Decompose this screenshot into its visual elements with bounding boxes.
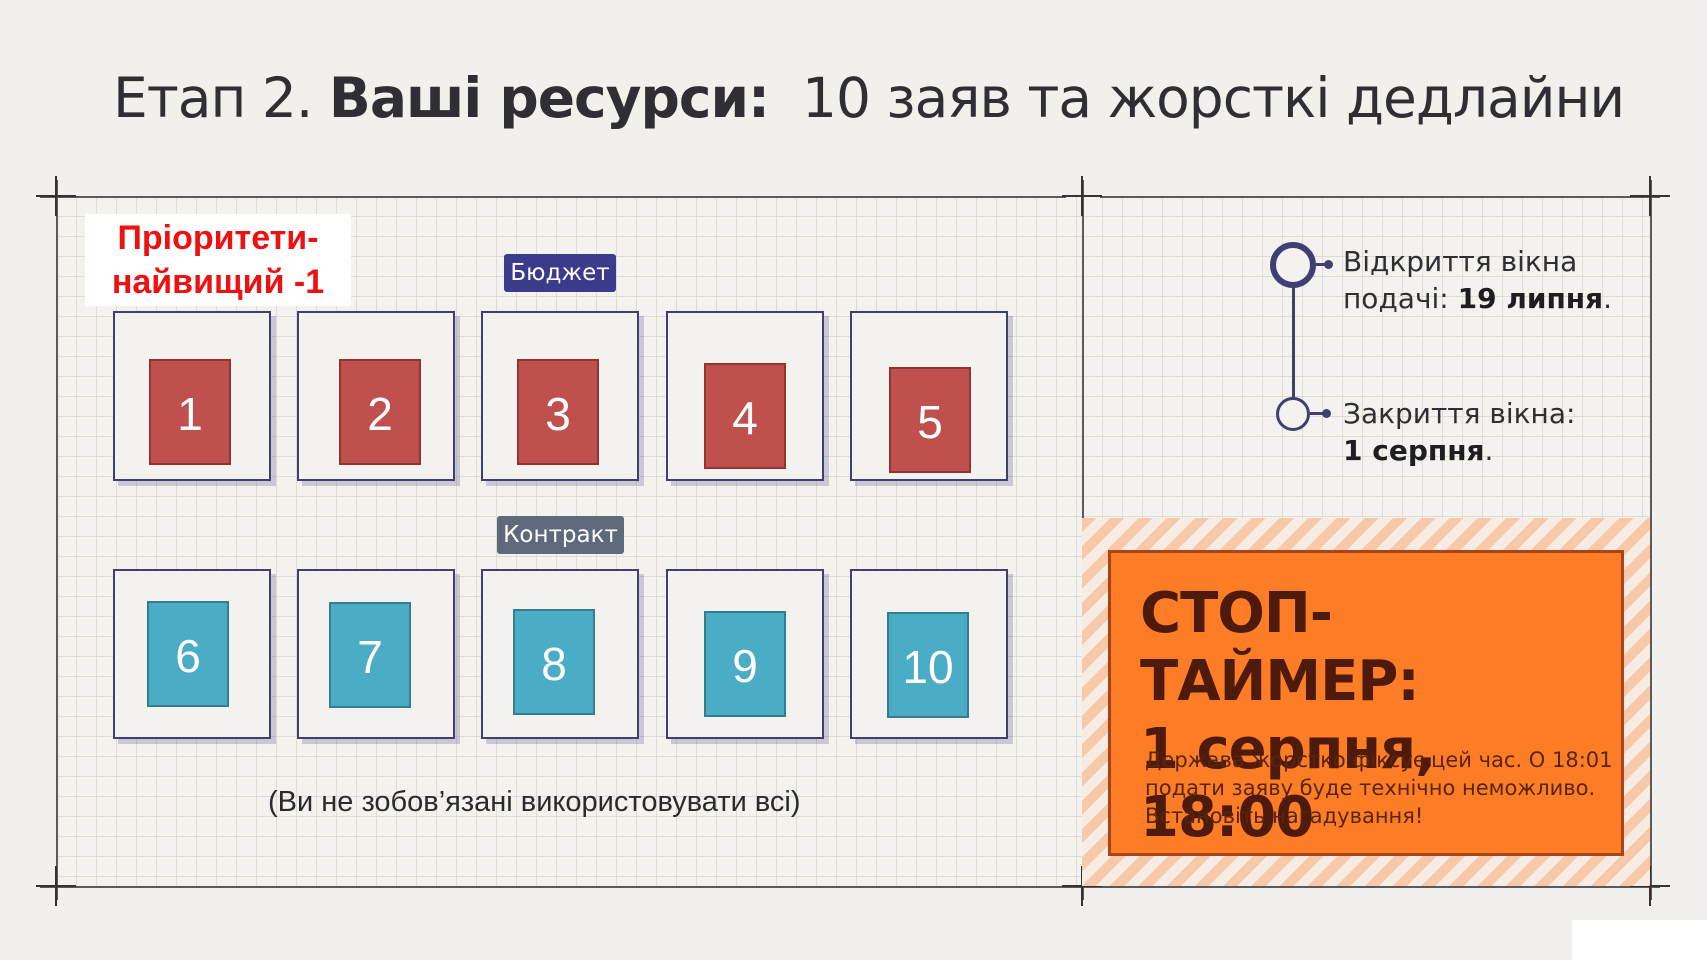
contract-card: 10 xyxy=(850,569,1008,739)
crosshair-mark xyxy=(36,176,76,216)
open-label: подачі: xyxy=(1343,282,1458,315)
budget-card: 5 xyxy=(850,311,1008,481)
contract-item: 7 xyxy=(329,602,411,708)
frame-left-line xyxy=(56,180,58,900)
title-suffix: 10 заяв та жорсткі дедлайни xyxy=(769,66,1625,130)
crosshair-mark xyxy=(36,866,76,906)
contract-card: 8 xyxy=(481,569,639,739)
close-period: . xyxy=(1484,434,1494,467)
contract-card: 6 xyxy=(113,569,271,739)
crosshair-mark xyxy=(1062,866,1102,906)
budget-item: 2 xyxy=(339,359,421,465)
title-prefix: Етап 2. xyxy=(113,66,329,130)
frame-bottom-line xyxy=(40,886,1660,888)
contract-item: 6 xyxy=(147,601,229,707)
frame-right-line xyxy=(1650,180,1652,900)
open-line-1: Відкриття вікна xyxy=(1343,245,1578,278)
budget-card: 4 xyxy=(666,311,824,481)
timeline-open-stub xyxy=(1316,263,1326,266)
contract-item: 10 xyxy=(887,612,969,718)
budget-item: 5 xyxy=(889,367,971,473)
contract-item: 8 xyxy=(513,609,595,715)
page-title: Етап 2. Ваші ресурси: 10 заяв та жорсткі… xyxy=(113,66,1625,130)
budget-card: 1 xyxy=(113,311,271,481)
close-line-2: 1 серпня. xyxy=(1343,432,1575,469)
stop-timer-title-line-2: 1 серпня, 18:00 xyxy=(1140,717,1436,850)
contract-card: 9 xyxy=(666,569,824,739)
stop-timer-box xyxy=(1108,550,1624,856)
contract-item: 9 xyxy=(704,611,786,717)
open-date: 19 липня xyxy=(1457,282,1604,315)
budget-card: 2 xyxy=(297,311,455,481)
open-line-2: подачі: 19 липня. xyxy=(1343,280,1612,317)
contract-card: 7 xyxy=(297,569,455,739)
timeline-close-stub xyxy=(1310,412,1324,415)
budget-item: 1 xyxy=(149,359,231,465)
timeline-close-dot xyxy=(1322,409,1331,418)
corner-patch xyxy=(1572,920,1707,960)
frame-top-line-left xyxy=(40,196,1066,198)
crosshair-mark xyxy=(1630,866,1670,906)
timeline-connector xyxy=(1292,284,1295,412)
priority-line-1: Пріоритети- xyxy=(117,219,319,257)
timeline-open-marker xyxy=(1270,242,1316,288)
contract-tag: Контракт xyxy=(497,516,624,554)
close-date: 1 серпня xyxy=(1343,434,1485,467)
crosshair-mark xyxy=(1630,176,1670,216)
budget-card: 3 xyxy=(481,311,639,481)
priority-label: Пріоритети- найвищий -1 xyxy=(85,214,351,306)
timeline-open-dot xyxy=(1324,260,1333,269)
stop-timer-text: Держава жорстко фіксує цей час. О 18:01 … xyxy=(1145,748,1613,828)
budget-item: 4 xyxy=(704,363,786,469)
timeline-close-text: Закриття вікна: 1 серпня. xyxy=(1343,395,1575,469)
close-line-1: Закриття вікна: xyxy=(1343,397,1576,430)
title-bold: Ваші ресурси: xyxy=(328,66,770,130)
budget-item: 3 xyxy=(517,359,599,465)
frame-top-line-right xyxy=(1100,196,1660,198)
open-period: . xyxy=(1603,282,1613,315)
usage-note: (Ви не зобов’язані використовувати всі) xyxy=(268,786,801,818)
budget-tag: Бюджет xyxy=(504,254,616,292)
stop-timer-title-line-1: СТОП-ТАЙМЕР: xyxy=(1140,581,1420,714)
timeline-close-marker xyxy=(1276,397,1310,431)
priority-line-2: найвищий -1 xyxy=(111,263,325,301)
crosshair-mark xyxy=(1062,176,1102,216)
timeline-open-text: Відкриття вікна подачі: 19 липня. xyxy=(1343,243,1612,317)
stop-timer-title: СТОП-ТАЙМЕР: 1 серпня, 18:00 xyxy=(1140,580,1600,852)
